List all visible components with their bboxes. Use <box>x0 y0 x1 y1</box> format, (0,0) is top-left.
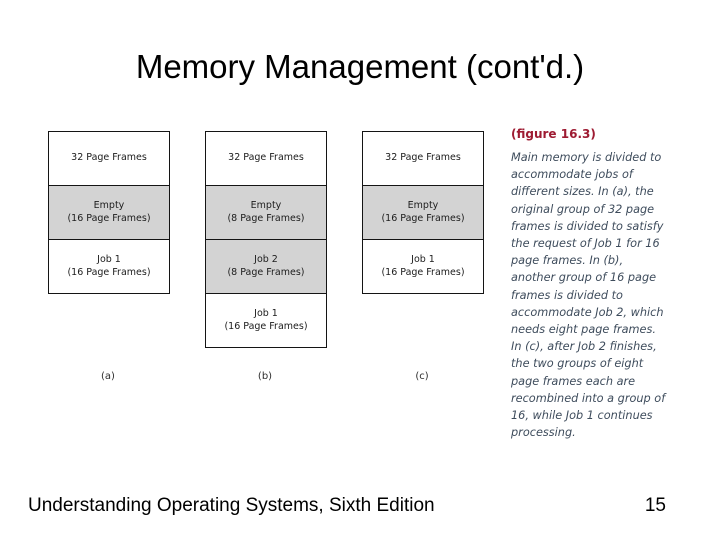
memory-section-empty: Empty (16 Page Frames) <box>363 185 483 239</box>
section-line: (8 Page Frames) <box>227 212 305 224</box>
footer-book-title: Understanding Operating Systems, Sixth E… <box>28 495 435 516</box>
memory-section-job2: Job 2 (8 Page Frames) <box>206 239 326 293</box>
section-line: Job 2 <box>254 254 278 265</box>
memory-section-job1: Job 1 (16 Page Frames) <box>363 239 483 293</box>
section-line: Job 1 <box>254 308 278 319</box>
figure-caption-text: Main memory is divided to accommodate jo… <box>511 151 666 440</box>
footer-page-number: 15 <box>644 495 666 516</box>
diagram-label-a: (a) <box>101 371 115 382</box>
section-line: Job 1 <box>411 254 435 265</box>
diagram-label-c: (c) <box>415 371 429 382</box>
memory-section-job1: Job 1 (16 Page Frames) <box>206 293 326 347</box>
section-line: (16 Page Frames) <box>224 320 308 332</box>
figure-number: (figure 16.3) <box>511 127 596 141</box>
memory-section-empty: Empty (8 Page Frames) <box>206 185 326 239</box>
section-line: Empty <box>250 200 282 211</box>
memory-section-total: 32 Page Frames <box>206 132 326 185</box>
section-line: 32 Page Frames <box>228 152 304 164</box>
memory-diagram-a: 32 Page Frames Empty (16 Page Frames) Jo… <box>48 131 170 294</box>
memory-diagram-c: 32 Page Frames Empty (16 Page Frames) Jo… <box>362 131 484 294</box>
section-line: (16 Page Frames) <box>381 212 465 224</box>
section-line: (16 Page Frames) <box>67 266 151 278</box>
section-line: Empty <box>93 200 125 211</box>
section-line: (16 Page Frames) <box>381 266 465 278</box>
section-line: 32 Page Frames <box>71 152 147 164</box>
memory-diagram-b: 32 Page Frames Empty (8 Page Frames) Job… <box>205 131 327 348</box>
memory-section-empty: Empty (16 Page Frames) <box>49 185 169 239</box>
section-line: Empty <box>407 200 439 211</box>
memory-section-job1: Job 1 (16 Page Frames) <box>49 239 169 293</box>
memory-section-total: 32 Page Frames <box>363 132 483 185</box>
diagram-label-b: (b) <box>257 371 273 382</box>
slide-title: Memory Management (cont'd.) <box>135 48 585 85</box>
figure-caption: (figure 16.3) Main memory is divided to … <box>511 127 666 441</box>
section-line: 32 Page Frames <box>385 152 461 164</box>
section-line: (8 Page Frames) <box>227 266 305 278</box>
section-line: (16 Page Frames) <box>67 212 151 224</box>
memory-section-total: 32 Page Frames <box>49 132 169 185</box>
section-line: Job 1 <box>97 254 121 265</box>
